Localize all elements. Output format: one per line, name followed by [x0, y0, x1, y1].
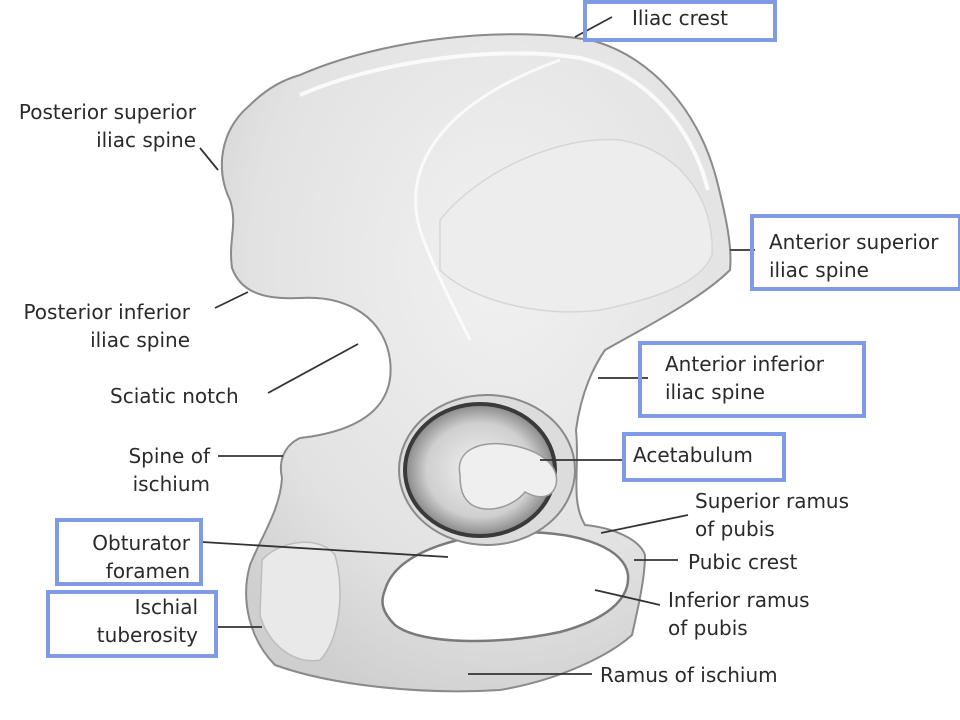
label-anterior-inferior-iliac-spine: Anterior inferior iliac spine: [665, 352, 824, 404]
highlight-box-obturator-foramen: [55, 518, 203, 586]
label-superior-ramus-of-pubis: Superior ramus of pubis: [695, 489, 850, 541]
label-pubic-crest: Pubic crest: [688, 550, 798, 574]
highlight-box-acetabulum: [622, 432, 786, 482]
highlight-box-iliac-crest: [583, 0, 777, 42]
label-inferior-ramus-of-pubis: Inferior ramus of pubis: [668, 588, 810, 640]
label-sciatic-notch: Sciatic notch: [110, 384, 239, 408]
label-anterior-superior-iliac-spine: Anterior superior iliac spine: [769, 230, 939, 282]
iliac-crest-highlight: [299, 51, 710, 191]
iliac-fossa: [439, 138, 713, 313]
label-ischial-tuberosity: Ischial tuberosity: [96, 595, 198, 647]
label-ramus-of-ischium: Ramus of ischium: [600, 663, 778, 687]
highlight-box-ischial-tuberosity: [46, 590, 218, 658]
label-acetabulum: Acetabulum: [633, 443, 753, 467]
label-posterior-superior-iliac-spine: Posterior superior iliac spine: [18, 100, 196, 152]
leader-lines: [199, 16, 755, 675]
ischial-tuberosity-texture: [259, 541, 341, 662]
acetabular-fossa: [458, 443, 558, 510]
label-spine-of-ischium: Spine of ischium: [128, 444, 210, 496]
label-obturator-foramen: Obturator foramen: [92, 531, 190, 583]
highlight-box-anterior-inferior-iliac-spine: [638, 341, 866, 418]
highlight-box-anterior-superior-iliac-spine: [750, 214, 960, 291]
label-posterior-inferior-iliac-spine: Posterior inferior iliac spine: [23, 300, 190, 352]
label-iliac-crest: Iliac crest: [632, 6, 728, 30]
arcuate-line: [414, 58, 561, 341]
